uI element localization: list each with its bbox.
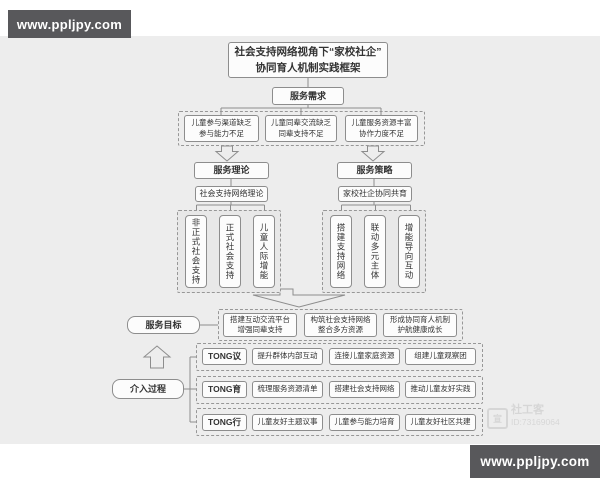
node-theory-sub: 社会支持网络理论 xyxy=(195,186,268,202)
goal-2-line2: 整合多方资源 xyxy=(318,325,363,334)
goal-box-3: 形成协同育人机制 护航健康成长 xyxy=(383,313,457,337)
goal-box-1: 搭建互动交流平台 增强同辈支持 xyxy=(223,313,297,337)
goal-2-line1: 构筑社会支持网络 xyxy=(310,314,371,324)
need-3-line1: 儿童服务资源丰富 xyxy=(351,118,412,128)
need-box-2: 儿童同辈交流缺乏 同辈支持不足 xyxy=(265,115,337,142)
need-2-line1: 儿童同辈交流缺乏 xyxy=(271,118,331,128)
strategy-column-1: 搭建支持网络 xyxy=(330,215,352,288)
theory-column-1: 非正式社会支持 xyxy=(185,215,207,288)
goals-container xyxy=(218,309,463,341)
title-line2: 协同育人机制实践框架 xyxy=(255,62,361,74)
row3-item-3: 儿童友好社区共建 xyxy=(405,414,476,431)
need-box-3: 儿童服务资源丰富 协作力度不足 xyxy=(345,115,418,142)
need-3-line2: 协作力度不足 xyxy=(359,128,404,138)
watermark-top-left: www.ppljpy.com xyxy=(8,10,131,38)
title-line1: 社会支持网络视角下“家校社企” xyxy=(234,45,382,58)
row-container-tong-yu xyxy=(196,376,483,404)
watermark-bottom-right: www.ppljpy.com xyxy=(470,445,600,478)
row2-item-1: 梳理服务资源清单 xyxy=(252,381,323,398)
row-label-tong-yi: TONG议 xyxy=(202,348,247,365)
row1-item-2: 连接儿童家庭资源 xyxy=(329,348,400,365)
row-container-tong-yi xyxy=(196,343,483,371)
diagram-title: 社会支持网络视角下“家校社企” 协同育人机制实践框架 xyxy=(228,42,388,78)
need-1-line2: 参与能力不足 xyxy=(199,128,244,138)
node-service-goal: 服务目标 xyxy=(127,316,200,334)
goal-3-line1: 形成协同育人机制 xyxy=(390,314,450,324)
node-service-demand: 服务需求 xyxy=(272,87,344,105)
row1-item-1: 提升群体内部互动 xyxy=(252,348,323,365)
strategy-column-3: 增能导向互动 xyxy=(398,215,420,288)
row-label-tong-yu: TONG育 xyxy=(202,381,247,398)
need-2-line2: 同辈支持不足 xyxy=(278,128,324,138)
node-service-strategy: 服务策略 xyxy=(337,162,412,179)
node-intervention-process: 介入过程 xyxy=(112,379,184,399)
node-service-theory: 服务理论 xyxy=(194,162,269,179)
row3-item-1: 儿童友好主题议事 xyxy=(252,414,323,431)
need-box-1: 儿童参与渠道缺乏 参与能力不足 xyxy=(184,115,259,142)
need-1-line1: 儿童参与渠道缺乏 xyxy=(191,118,252,128)
row1-item-3: 组建儿童观察团 xyxy=(405,348,476,365)
goal-3-line2: 护航健康成长 xyxy=(397,325,443,334)
corner-logo-icon: 宣 xyxy=(487,408,508,429)
row3-item-2: 儿童参与能力培育 xyxy=(329,414,400,431)
corner-logo-watermark: 宣 社工客 ID:73169064 xyxy=(487,404,577,434)
row2-item-2: 搭建社会支持网络 xyxy=(329,381,400,398)
goal-1-line2: 增强同辈支持 xyxy=(237,325,283,334)
theory-column-3: 儿童人际增能 xyxy=(253,215,275,288)
theory-column-2: 正式社会支持 xyxy=(219,215,241,288)
goal-box-2: 构筑社会支持网络 整合多方资源 xyxy=(304,313,377,337)
row2-item-3: 推动儿童友好实践 xyxy=(405,381,476,398)
corner-logo-name: 社工客 xyxy=(511,404,544,416)
corner-logo-id: ID:73169064 xyxy=(511,417,560,428)
strategy-column-2: 联动多元主体 xyxy=(364,215,386,288)
row-label-tong-xing: TONG行 xyxy=(202,414,247,431)
goal-1-line1: 搭建互动交流平台 xyxy=(230,314,290,324)
row-container-tong-xing xyxy=(196,408,483,436)
node-strategy-sub: 家校社企协同共育 xyxy=(338,186,412,202)
needs-container xyxy=(178,111,425,146)
